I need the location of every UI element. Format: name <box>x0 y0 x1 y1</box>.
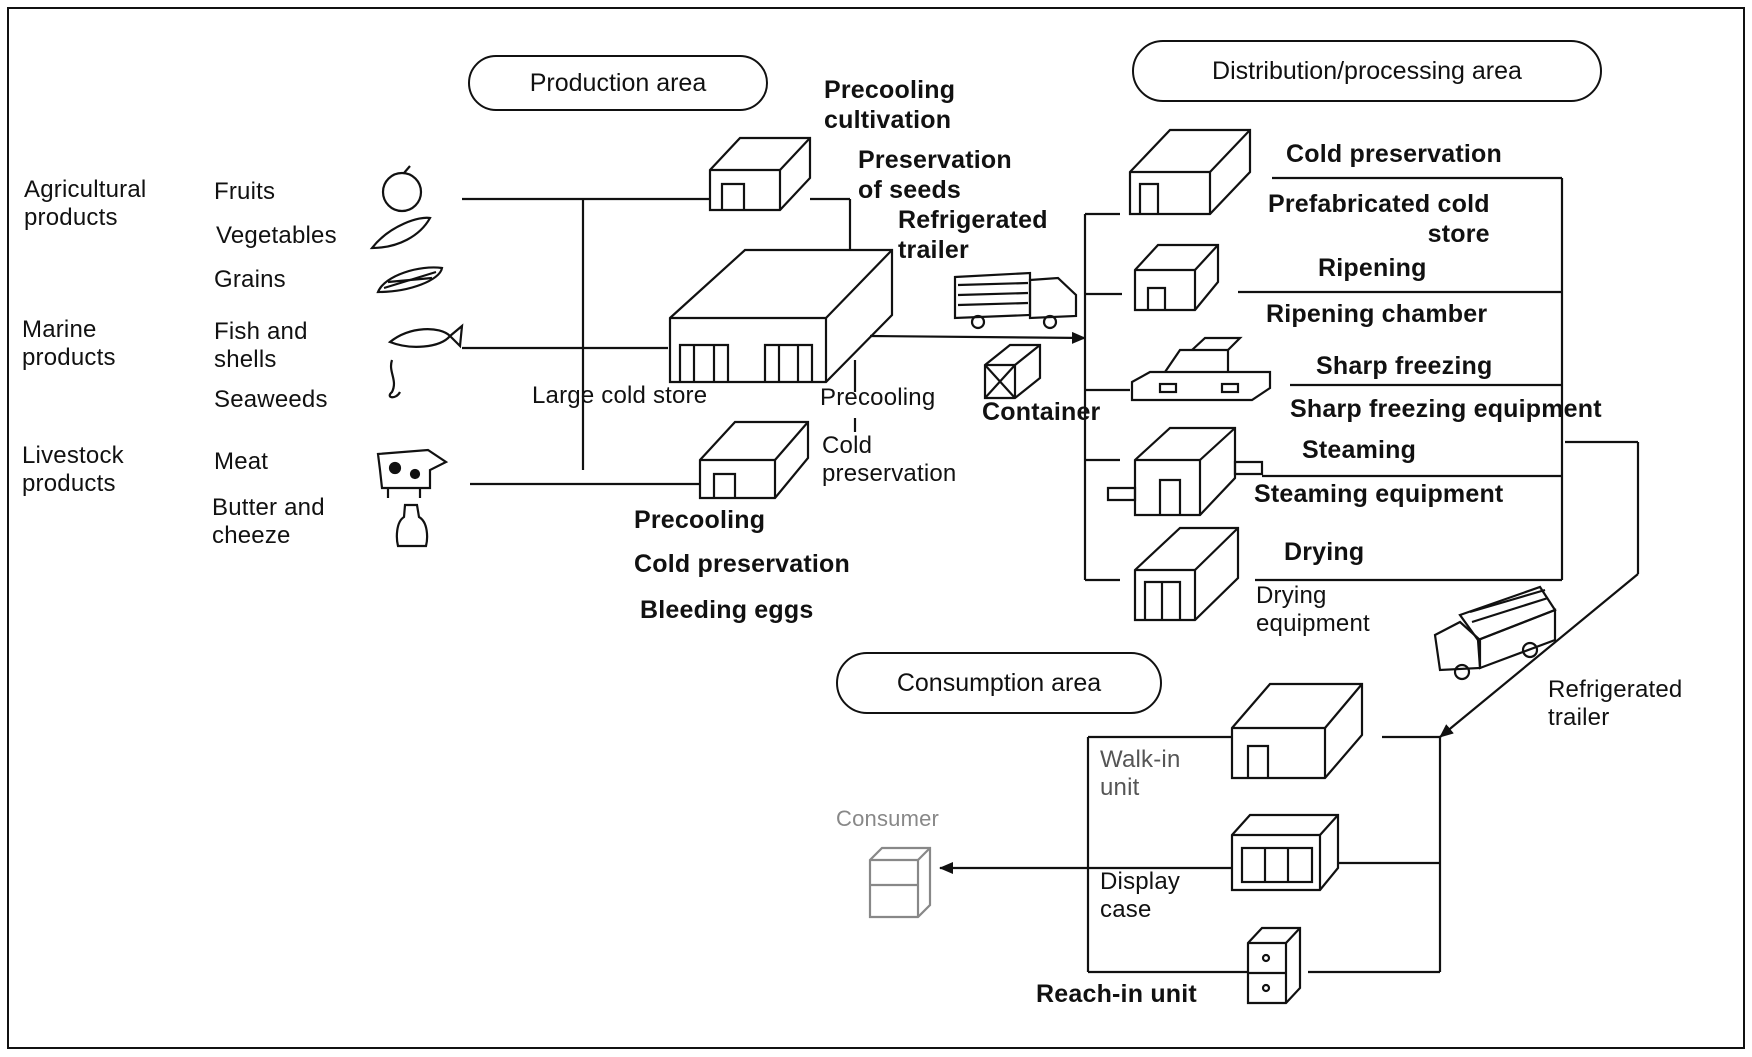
cold-preservation-label: Cold preservation <box>1286 140 1502 168</box>
distribution-area-label: Distribution/processing area <box>1132 40 1602 102</box>
precooling-cold-box-icon <box>698 420 810 500</box>
refrigerated-trailer-label: Refrigerated trailer <box>898 206 1048 264</box>
seaweeds-label: Seaweeds <box>214 386 328 413</box>
cow-icon <box>376 448 449 498</box>
trailer-path-arrow <box>1439 573 1639 738</box>
consumption-trailer-label: Refrigerated trailer <box>1548 676 1683 732</box>
ripening-chamber-label: Ripening chamber <box>1266 300 1488 328</box>
display-case-label: Display case <box>1100 868 1181 924</box>
to-distribution-arrow <box>869 331 1086 344</box>
drying-equipment-label: Drying equipment <box>1256 582 1370 638</box>
large-cold-store-icon <box>668 248 894 384</box>
grain-icon <box>376 266 444 294</box>
sharp-freezing-icon <box>1130 336 1272 402</box>
prefab-store-label: Prefabricated cold store <box>1268 190 1490 248</box>
steaming-label: Steaming <box>1302 436 1417 464</box>
walk-in-unit-icon <box>1230 682 1364 780</box>
butter-cheese-label: Butter and cheeze <box>212 494 325 550</box>
display-case-icon <box>1230 813 1340 892</box>
marine-products-label: Marine products <box>22 316 116 372</box>
precooling-cultivation-label: Precooling cultivation <box>824 76 956 134</box>
drying-icon <box>1133 526 1240 622</box>
drying-label: Drying <box>1284 538 1365 566</box>
list-precooling-label: Precooling <box>634 506 766 534</box>
sharp-freezing-label: Sharp freezing <box>1316 352 1493 380</box>
container-label: Container <box>982 398 1101 426</box>
agricultural-products-label: Agricultural products <box>24 176 147 232</box>
sharp-freezing-equipment-label: Sharp freezing equipment <box>1290 395 1602 423</box>
vegetables-label: Vegetables <box>216 222 337 249</box>
reach-in-unit-icon <box>1246 926 1302 1005</box>
grains-label: Grains <box>214 266 286 293</box>
steaming-equipment-label: Steaming equipment <box>1254 480 1504 508</box>
walk-in-unit-label: Walk-in unit <box>1100 746 1181 802</box>
milk-bottle-icon <box>395 503 429 548</box>
fish-shells-label: Fish and shells <box>214 318 308 374</box>
list-bleeding-eggs-label: Bleeding eggs <box>640 596 814 624</box>
container-icon <box>983 343 1042 400</box>
precooling-label: Precooling <box>820 384 936 411</box>
preservation-seeds-label: Preservation of seeds <box>858 146 1012 204</box>
steaming-icon <box>1106 426 1264 517</box>
consumer-label: Consumer <box>836 806 940 831</box>
fruit-icon <box>381 165 423 213</box>
livestock-products-label: Livestock products <box>22 442 124 498</box>
list-cold-preservation-label: Cold preservation <box>634 550 850 578</box>
fruits-label: Fruits <box>214 178 276 205</box>
consumption-area-label: Consumption area <box>836 652 1162 714</box>
refrigerated-trailer-icon <box>953 271 1078 330</box>
large-cold-store-label: Large cold store <box>532 382 708 409</box>
fish-icon <box>387 323 464 399</box>
ripening-icon <box>1133 243 1220 312</box>
ripening-label: Ripening <box>1318 254 1427 282</box>
production-area-label: Production area <box>468 55 768 111</box>
cold-preservation-icon <box>1128 128 1252 216</box>
consumer-refrigerator-icon <box>868 846 932 919</box>
meat-label: Meat <box>214 448 269 475</box>
precooling-box-icon <box>708 136 812 212</box>
vegetable-icon <box>369 216 432 250</box>
delivery-truck-icon <box>1433 585 1557 681</box>
reach-in-unit-label: Reach-in unit <box>1036 980 1197 1008</box>
frame-border <box>7 7 1745 1049</box>
cold-preservation-small-label: Cold preservation <box>822 432 957 488</box>
